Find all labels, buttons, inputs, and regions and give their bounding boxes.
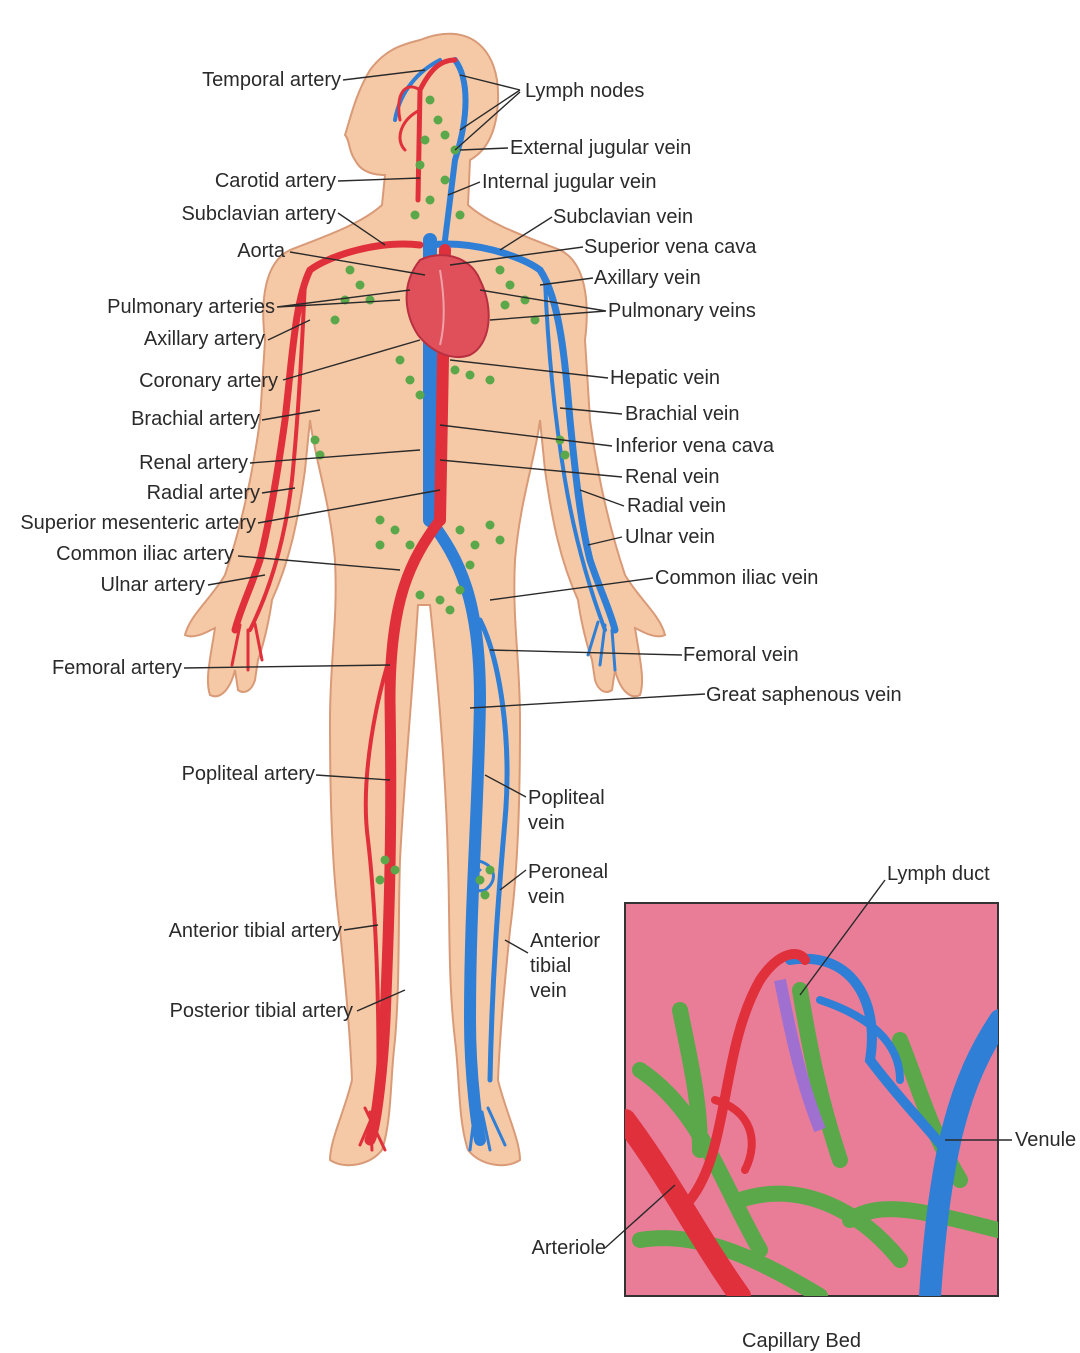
label-external-jugular-vein: External jugular vein: [510, 137, 692, 159]
lymph-node: [500, 300, 510, 310]
lymph-node: [465, 560, 475, 570]
lymph-node: [485, 520, 495, 530]
lymph-node: [485, 865, 495, 875]
label-radial-vein: Radial vein: [627, 495, 726, 517]
venule: [785, 953, 998, 1296]
label-subclavian-vein: Subclavian vein: [553, 206, 694, 228]
label-renal-vein: Renal vein: [625, 466, 720, 488]
label-great-saphenous-vein: Great saphenous vein: [706, 684, 902, 706]
lymph-node: [480, 890, 490, 900]
lymph-node: [390, 865, 400, 875]
label-arteriole: Arteriole: [531, 1237, 606, 1259]
label-brachial-vein: Brachial vein: [625, 403, 740, 425]
label-axillary-vein: Axillary vein: [594, 267, 701, 289]
label-lymph-duct: Lymph duct: [887, 863, 990, 885]
lymph-node: [530, 315, 540, 325]
lymph-node: [470, 540, 480, 550]
leader-lines: [183, 69, 1012, 1249]
label-carotid-artery: Carotid artery: [214, 170, 336, 192]
label-pulmonary-arteries: Pulmonary arteries: [107, 296, 275, 318]
lymph-node: [420, 135, 430, 145]
lymph-duct-vessel: [774, 978, 826, 1133]
heart: [405, 254, 490, 358]
lymph-node: [390, 525, 400, 535]
label-popliteal-vein: Popliteal vein: [528, 787, 605, 834]
lymph-node: [505, 280, 515, 290]
lymph-node: [410, 210, 420, 220]
label-axillary-artery: Axillary artery: [143, 328, 265, 350]
lymph-node: [425, 195, 435, 205]
lymph-capillaries: [632, 982, 998, 1296]
lymph-node: [405, 540, 415, 550]
label-inferior-vena-cava: Inferior vena cava: [615, 435, 774, 457]
lymph-node: [345, 265, 355, 275]
lymph-node: [455, 585, 465, 595]
lymph-node: [455, 210, 465, 220]
label-common-iliac-vein: Common iliac vein: [655, 567, 819, 589]
label-ulnar-artery: Ulnar artery: [100, 574, 205, 596]
lymph-node: [375, 515, 385, 525]
lymph-node: [415, 390, 425, 400]
label-renal-artery: Renal artery: [139, 452, 248, 474]
lymph-node: [455, 525, 465, 535]
arteriole: [625, 949, 810, 1296]
lymph-node: [375, 540, 385, 550]
lymph-node: [440, 175, 450, 185]
label-brachial-artery: Brachial artery: [131, 408, 260, 430]
label-superior-vena-cava: Superior vena cava: [584, 236, 757, 258]
lymph-node: [405, 375, 415, 385]
inset-caption: Capillary Bed: [742, 1330, 861, 1352]
lymph-node: [440, 130, 450, 140]
lymph-node: [425, 95, 435, 105]
lymph-node: [433, 115, 443, 125]
lymph-node: [495, 265, 505, 275]
label-hepatic-vein: Hepatic vein: [610, 367, 721, 389]
lymph-node: [465, 370, 475, 380]
lymph-node: [445, 605, 455, 615]
label-radial-artery: Radial artery: [146, 482, 260, 504]
label-venule: Venule: [1015, 1129, 1077, 1151]
label-superior-mesenteric-artery: Superior mesenteric artery: [20, 512, 256, 534]
capillary-bed-inset: [624, 902, 999, 1297]
lymph-node-cluster: [310, 95, 570, 900]
lymph-node: [380, 855, 390, 865]
label-aorta: Aorta: [237, 240, 285, 262]
lymph-node: [485, 375, 495, 385]
lymph-node: [450, 365, 460, 375]
label-pulmonary-veins: Pulmonary veins: [608, 300, 756, 322]
lymph-node: [375, 875, 385, 885]
label-coronary-artery: Coronary artery: [139, 370, 278, 392]
label-ulnar-vein: Ulnar vein: [625, 526, 716, 548]
label-common-iliac-artery: Common iliac artery: [56, 543, 234, 565]
lymph-node: [415, 160, 425, 170]
label-peroneal-vein: Peroneal vein: [528, 861, 609, 908]
lymph-node: [560, 450, 570, 460]
label-internal-jugular-vein: Internal jugular vein: [482, 171, 657, 193]
lymph-node: [310, 435, 320, 445]
lymph-node: [365, 295, 375, 305]
label-subclavian-artery: Subclavian artery: [181, 203, 336, 225]
label-popliteal-artery: Popliteal artery: [181, 763, 315, 785]
lymph-node: [495, 535, 505, 545]
lymph-node: [355, 280, 365, 290]
label-anterior-tibial-artery: Anterior tibial artery: [168, 920, 342, 942]
label-temporal-artery: Temporal artery: [202, 69, 341, 91]
label-femoral-vein: Femoral vein: [683, 644, 799, 666]
label-anterior-tibial-vein: Anterior tibial vein: [530, 930, 601, 1002]
label-posterior-tibial-artery: Posterior tibial artery: [169, 1000, 353, 1022]
lymph-node: [395, 355, 405, 365]
label-lymph-nodes: Lymph nodes: [525, 80, 645, 102]
lymph-node: [435, 595, 445, 605]
lymph-node: [330, 315, 340, 325]
label-femoral-artery: Femoral artery: [51, 657, 182, 679]
lymph-node: [415, 590, 425, 600]
lymph-node: [475, 875, 485, 885]
